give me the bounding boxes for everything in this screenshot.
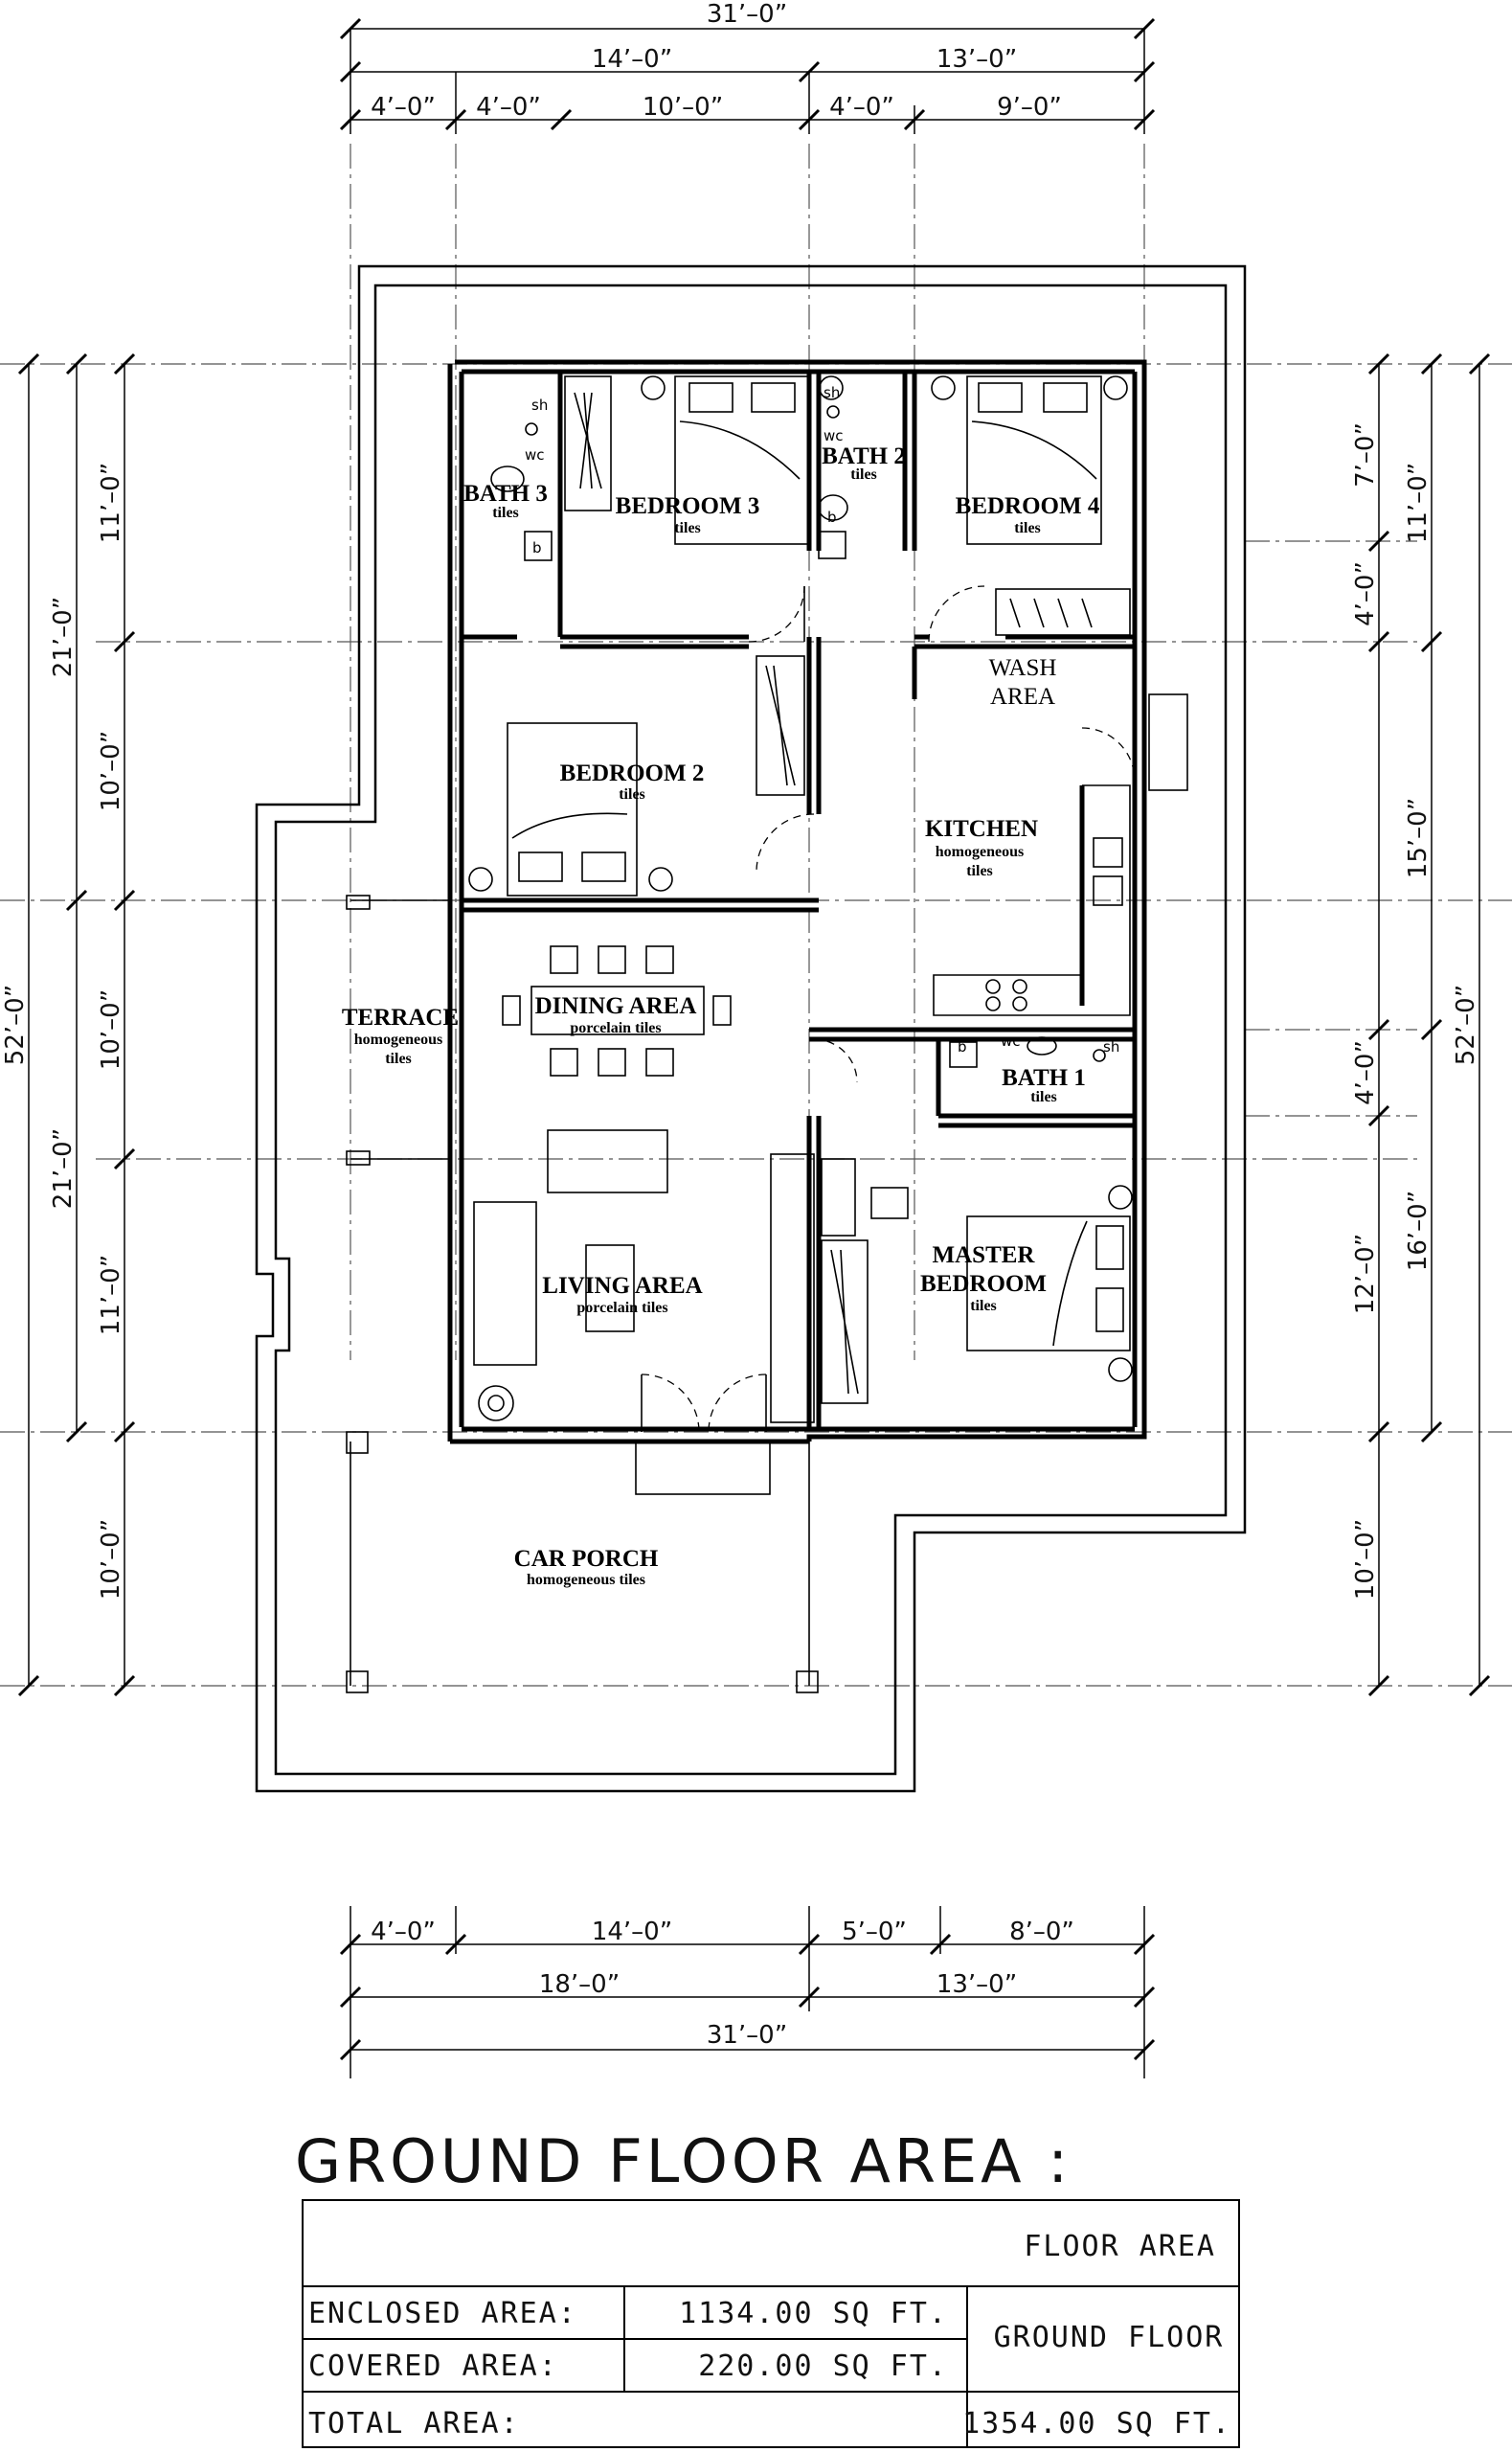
right-segment-dim: 12’–0”	[1351, 1234, 1380, 1314]
top-segment-dim: 9’–0”	[997, 93, 1062, 122]
room-car-porch-finish: homogeneous tiles	[527, 1572, 645, 1588]
total-area-label: TOTAL AREA:	[308, 2407, 520, 2441]
room-terrace-finish: tiles	[385, 1051, 412, 1067]
enclosed-area-label: ENCLOSED AREA:	[308, 2297, 577, 2330]
bottom-right-group-dim: 13’–0”	[937, 1970, 1017, 1999]
bottom-dimension-lines	[339, 1906, 1156, 2078]
bottom-segment-dim: 4’–0”	[371, 1918, 436, 1946]
doors	[641, 585, 1136, 1433]
right-overall-dim: 52’–0”	[1452, 985, 1480, 1065]
room-living-name: LIVING AREA	[542, 1273, 702, 1299]
room-kitchen-finish: homogeneous	[936, 844, 1024, 860]
area-table-grid	[302, 2199, 1240, 2448]
bottom-overall-dim: 31’–0”	[707, 2021, 787, 2050]
covered-area-value: 220.00 SQ FT.	[698, 2350, 948, 2383]
room-bath2-finish: tiles	[850, 466, 877, 483]
room-dining-name: DINING AREA	[535, 993, 697, 1019]
room-terrace-finish: homogeneous	[354, 1032, 442, 1048]
furniture	[468, 375, 1188, 1423]
room-master-finish: tiles	[970, 1298, 997, 1314]
room-bedroom4-finish: tiles	[1014, 520, 1041, 536]
walls	[346, 359, 1147, 1693]
room-bath1-finish: tiles	[1030, 1089, 1057, 1105]
basin-label: b	[827, 509, 837, 526]
room-bedroom3-name: BEDROOM 3	[616, 493, 760, 519]
top-segment-dim: 4’–0”	[829, 93, 894, 122]
room-dining-finish: porcelain tiles	[570, 1020, 661, 1036]
wc-label: wc	[824, 427, 844, 444]
right-segment-dim: 10’–0”	[1351, 1519, 1380, 1600]
left-group-dim: 21’–0”	[49, 1128, 78, 1209]
covered-area-label: COVERED AREA:	[308, 2350, 558, 2383]
right-group-dim: 15’–0”	[1404, 798, 1433, 878]
left-dimension-lines	[17, 352, 136, 1697]
basin-label: b	[958, 1038, 967, 1056]
room-kitchen-finish: tiles	[966, 863, 993, 879]
room-bath1-name: BATH 1	[1002, 1065, 1086, 1091]
room-wash-area-line1: WASH	[989, 655, 1057, 681]
top-left-group-dim: 14’–0”	[592, 45, 672, 74]
top-segment-dim: 10’–0”	[643, 93, 723, 122]
right-dimension-lines	[1367, 352, 1491, 1697]
top-dimension-lines	[339, 17, 1156, 134]
room-bedroom2-finish: tiles	[619, 786, 645, 803]
room-bedroom2-name: BEDROOM 2	[560, 761, 705, 786]
top-right-group-dim: 13’–0”	[937, 45, 1017, 74]
area-table-header: FLOOR AREA	[1024, 2230, 1216, 2263]
room-bath3-finish: tiles	[492, 505, 519, 521]
wc-label: wc	[525, 446, 545, 464]
left-group-dim: 21’–0”	[49, 597, 78, 677]
floor-name: GROUND FLOOR	[994, 2321, 1225, 2354]
room-bedroom3-finish: tiles	[674, 520, 701, 536]
room-living-finish: porcelain tiles	[576, 1300, 667, 1316]
left-segment-dim: 11’–0”	[97, 1255, 125, 1335]
room-master-line2: BEDROOM	[920, 1271, 1047, 1297]
total-area-value: 1354.00 SQ FT.	[962, 2407, 1231, 2441]
room-car-porch-name: CAR PORCH	[514, 1546, 659, 1572]
enclosed-area-value: 1134.00 SQ FT.	[679, 2297, 948, 2330]
bottom-segment-dim: 8’–0”	[1009, 1918, 1074, 1946]
left-overall-dim: 52’–0”	[1, 985, 30, 1065]
grid-lines	[0, 144, 1512, 1687]
right-group-dim: 16’–0”	[1404, 1191, 1433, 1271]
right-segment-dim: 4’–0”	[1351, 1040, 1380, 1105]
room-kitchen-name: KITCHEN	[925, 816, 1038, 842]
left-segment-dim: 10’–0”	[97, 1519, 125, 1600]
right-segment-dim: 4’–0”	[1351, 561, 1380, 626]
shower-label: sh	[531, 397, 548, 414]
wc-label: wc	[1001, 1033, 1021, 1050]
room-bath2-name: BATH 2	[822, 443, 906, 469]
left-segment-dim: 11’–0”	[97, 463, 125, 543]
shower-label: sh	[1103, 1038, 1119, 1056]
room-terrace-name: TERRACE	[342, 1005, 459, 1031]
roof-outline	[255, 264, 1247, 1793]
top-overall-dim: 31’–0”	[707, 0, 787, 29]
top-segment-dim: 4’–0”	[476, 93, 541, 122]
area-table-title: GROUND FLOOR AREA :	[295, 2126, 1072, 2196]
basin-label: b	[532, 539, 542, 556]
left-segment-dim: 10’–0”	[97, 731, 125, 811]
bottom-segment-dim: 14’–0”	[592, 1918, 672, 1946]
room-master-line1: MASTER	[933, 1242, 1036, 1268]
room-bath3-name: BATH 3	[463, 481, 548, 507]
top-segment-dim: 4’–0”	[371, 93, 436, 122]
bottom-segment-dim: 5’–0”	[842, 1918, 907, 1946]
shower-label: sh	[824, 384, 840, 401]
bottom-left-group-dim: 18’–0”	[539, 1970, 620, 1999]
right-group-dim: 11’–0”	[1404, 463, 1433, 543]
right-segment-dim: 7’–0”	[1351, 422, 1380, 488]
room-bedroom4-name: BEDROOM 4	[956, 493, 1100, 519]
room-wash-area-line2: AREA	[990, 684, 1055, 710]
left-segment-dim: 10’–0”	[97, 989, 125, 1070]
